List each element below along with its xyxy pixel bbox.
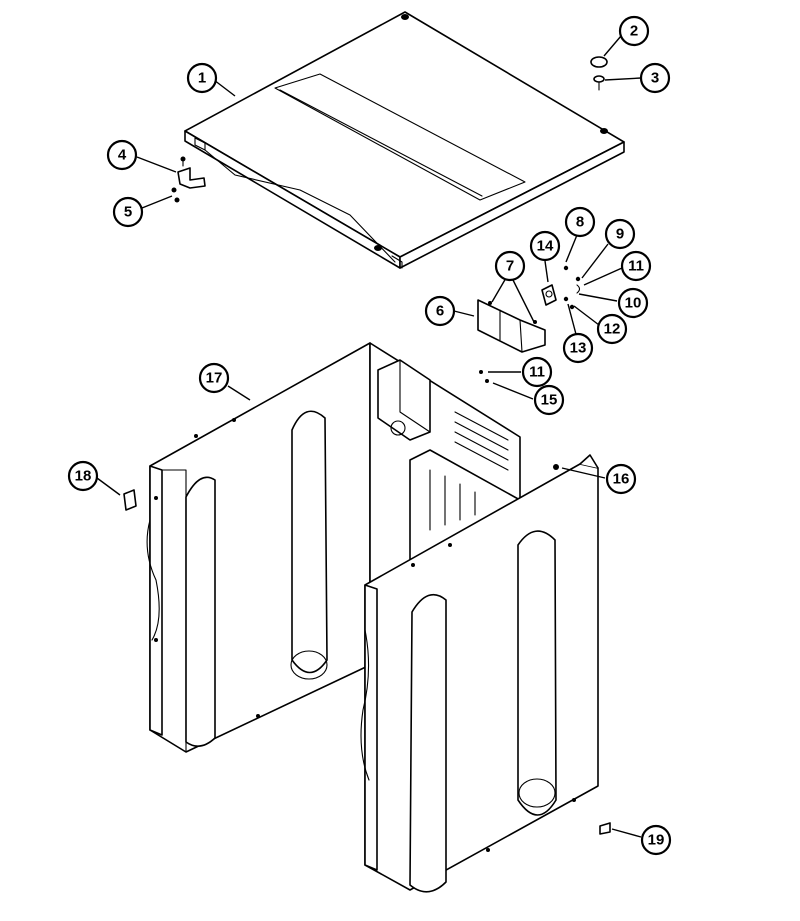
callout-7: 7	[494, 250, 526, 282]
callout-label: 14	[537, 238, 554, 255]
callout-label: 16	[613, 471, 630, 488]
callout-8: 8	[564, 206, 596, 238]
callout-label: 4	[118, 147, 127, 164]
hinge-bracket	[171, 156, 206, 203]
leader-lines	[96, 35, 642, 838]
callout-19: 19	[640, 824, 672, 856]
callout-label: 19	[648, 832, 665, 849]
callout-label: 11	[529, 364, 545, 381]
plug-and-screw	[590, 56, 608, 91]
callout-label: 6	[436, 303, 444, 320]
callout-15: 15	[533, 384, 565, 416]
callout-6: 6	[424, 295, 456, 327]
callout-3: 3	[639, 62, 671, 94]
callout-label: 3	[651, 70, 659, 87]
callout-16: 16	[605, 463, 637, 495]
callout-label: 5	[124, 204, 132, 221]
callout-label: 18	[75, 468, 92, 485]
callout-17: 17	[198, 362, 230, 394]
right-side-panel	[360, 454, 599, 893]
callout-label: 1	[198, 70, 206, 87]
callout-13: 13	[562, 332, 594, 364]
callout-11-upper: 11	[620, 250, 652, 282]
callout-10: 10	[617, 287, 649, 319]
callout-14: 14	[529, 230, 561, 262]
small-hardware	[479, 265, 581, 383]
left-side-panel	[146, 342, 371, 753]
callout-5: 5	[112, 196, 144, 228]
callout-label: 11	[628, 258, 644, 275]
callout-11-lower: 11	[521, 356, 553, 388]
callout-label: 8	[576, 214, 584, 231]
callout-18: 18	[67, 460, 99, 492]
top-panel	[184, 11, 625, 269]
callout-1: 1	[186, 62, 218, 94]
callout-label: 12	[604, 321, 621, 338]
control-bracket	[477, 299, 546, 353]
callout-label: 13	[570, 340, 587, 357]
callout-12: 12	[596, 313, 628, 345]
clips	[123, 464, 611, 835]
callout-4: 4	[106, 139, 138, 171]
callout-label: 17	[206, 370, 223, 387]
callout-label: 7	[506, 258, 514, 275]
callout-2: 2	[618, 15, 650, 47]
callout-label: 9	[616, 226, 624, 243]
callout-label: 15	[541, 392, 558, 409]
callout-label: 2	[630, 23, 638, 40]
callout-9: 9	[604, 218, 636, 250]
callout-label: 10	[625, 295, 642, 312]
